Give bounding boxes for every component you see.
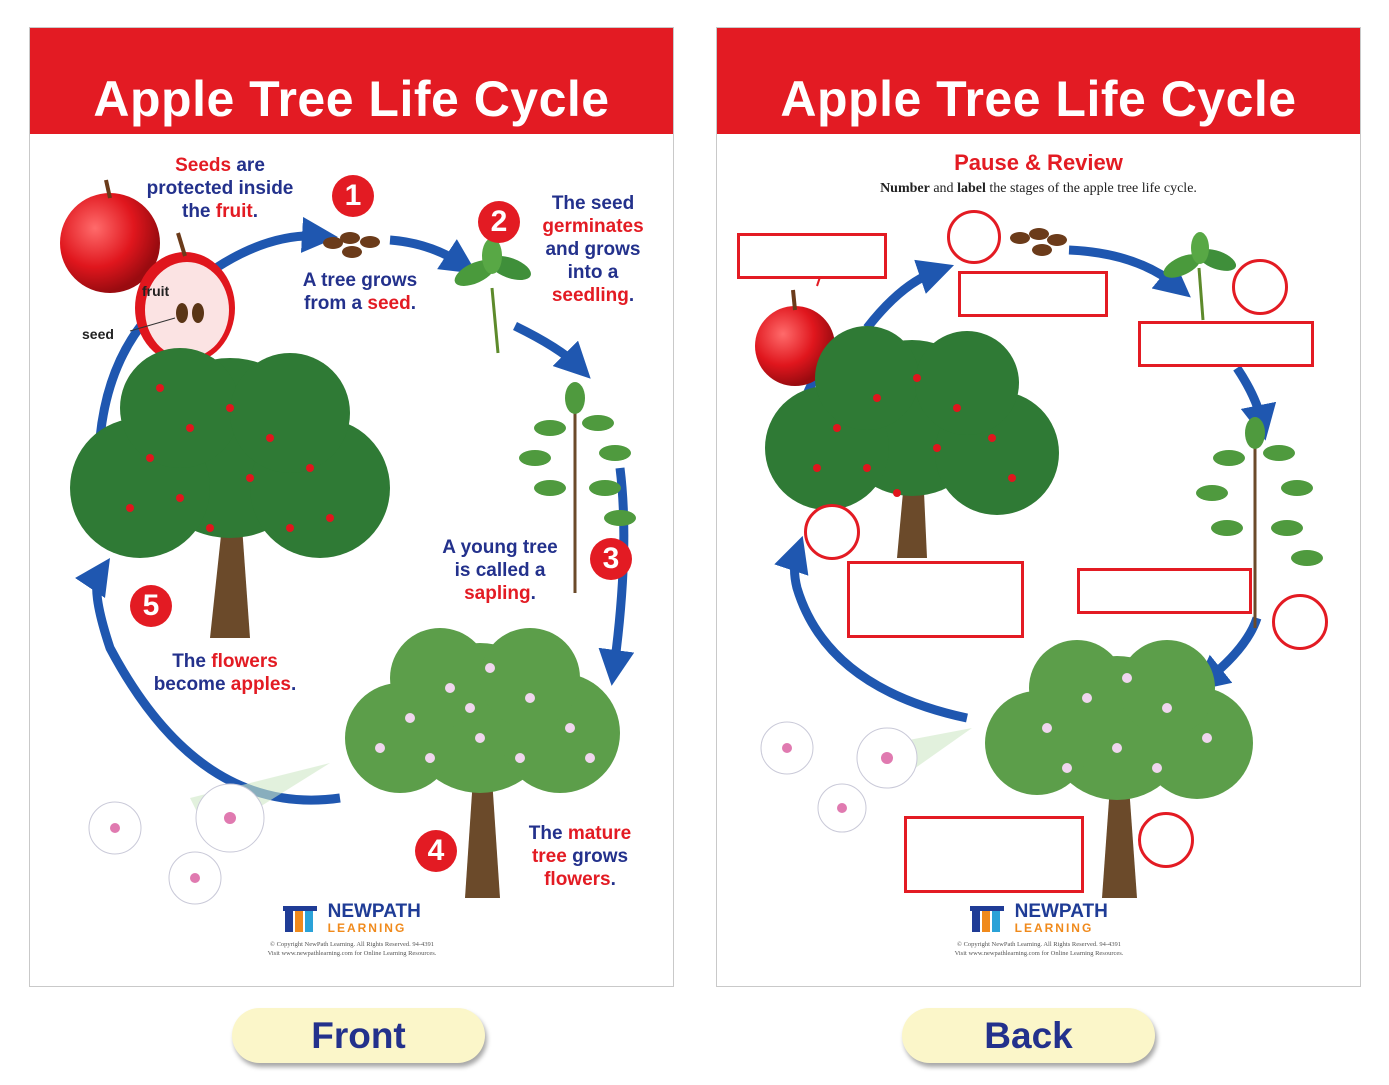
seed-label: seed xyxy=(82,326,114,342)
instr-rest: the stages of the apple tree life cycle. xyxy=(985,181,1197,196)
stage-4-tree: tree xyxy=(531,846,567,867)
stage-4-mature: mature xyxy=(567,823,632,844)
stage-4-period: . xyxy=(610,869,616,890)
stage-2-line-1: The seed xyxy=(551,193,635,214)
front-diagram-art xyxy=(60,179,636,905)
number-ring-apple-tree[interactable] xyxy=(804,504,860,560)
stage-1-badge: 1 xyxy=(332,175,374,217)
stage-4-badge: 4 xyxy=(415,830,457,872)
stage-2-line-3: and grows xyxy=(545,239,641,260)
back-title-banner: Apple Tree Life Cycle xyxy=(717,28,1360,134)
stage-2-badge: 2 xyxy=(478,201,520,243)
stage-4-flowers: flowers xyxy=(544,869,611,890)
stage-3-badge: 3 xyxy=(590,538,632,580)
back-logo: NEWPATH LEARNING xyxy=(939,901,1139,936)
instr-number: Number xyxy=(880,181,930,196)
review-instructions: Number and label the stages of the apple… xyxy=(717,181,1360,197)
stage-5-badge: 5 xyxy=(130,585,172,627)
stage-3-period: . xyxy=(530,583,536,604)
back-card: Apple Tree Life Cycle Pause & Review Num… xyxy=(716,27,1361,987)
newpath-logo-icon xyxy=(970,906,1005,932)
stage-3-line-1: A young tree xyxy=(442,537,558,558)
intro-are: are xyxy=(231,155,265,176)
number-ring-sapling[interactable] xyxy=(1272,594,1328,650)
back-copyright-line-2: Visit www.newpathlearning.com for Online… xyxy=(954,950,1124,957)
front-copyright-line-1: © Copyright NewPath Learning. All Rights… xyxy=(270,941,434,948)
back-logo-name: NEWPATH xyxy=(1014,901,1108,922)
label-box-flowering-tree[interactable] xyxy=(904,816,1084,893)
stage-2-line-4: into a xyxy=(567,262,619,283)
stage-5-flowers: flowers xyxy=(211,651,278,672)
back-button[interactable]: Back xyxy=(902,1008,1155,1063)
front-copyright-line-2: Visit www.newpathlearning.com for Online… xyxy=(267,950,437,957)
intro-fruit: fruit xyxy=(215,201,253,222)
back-copyright: © Copyright NewPath Learning. All Rights… xyxy=(889,940,1189,958)
front-logo: NEWPATH LEARNING xyxy=(252,901,452,936)
stage-1-line-2: from a xyxy=(304,293,368,314)
fruit-label: fruit xyxy=(142,283,170,299)
stage-3-text: A young tree is called a sapling. xyxy=(420,536,580,605)
back-copyright-line-1: © Copyright NewPath Learning. All Rights… xyxy=(957,941,1121,948)
front-logo-name: NEWPATH xyxy=(327,901,421,922)
intro-seeds: Seeds xyxy=(175,155,232,176)
stage-1-text: A tree grows from a seed. xyxy=(280,269,440,315)
intro-the: the xyxy=(182,201,216,222)
label-box-seedling[interactable] xyxy=(1138,321,1314,367)
stage-3-line-2: is called a xyxy=(454,560,546,581)
stage-2-seedling: seedling xyxy=(551,285,629,306)
front-logo-sub: LEARNING xyxy=(327,921,407,935)
front-title-banner: Apple Tree Life Cycle xyxy=(30,28,673,134)
front-card: Apple Tree Life Cycle xyxy=(29,27,674,987)
instr-and: and xyxy=(929,181,958,196)
review-title: Pause & Review xyxy=(954,150,1123,175)
stage-4-the: The xyxy=(528,823,568,844)
front-copyright: © Copyright NewPath Learning. All Rights… xyxy=(202,940,502,958)
label-box-fruit[interactable] xyxy=(737,233,887,279)
number-ring-seed[interactable] xyxy=(947,210,1001,264)
back-logo-sub: LEARNING xyxy=(1014,921,1094,935)
front-button[interactable]: Front xyxy=(232,1008,485,1063)
stage-5-text: The flowers become apples. xyxy=(135,650,315,696)
stage-1-line-1: A tree grows xyxy=(302,270,418,291)
back-diagram-art xyxy=(755,228,1323,898)
stage-2-text: The seed germinates and grows into a see… xyxy=(518,192,668,307)
number-ring-flowering-tree[interactable] xyxy=(1138,812,1194,868)
intro-period: . xyxy=(252,201,258,222)
label-box-seed[interactable] xyxy=(958,271,1108,317)
stage-4-grows: grows xyxy=(566,846,629,867)
stage-5-apples: apples xyxy=(230,674,291,695)
intro-protected: protected inside xyxy=(146,178,294,199)
number-ring-seedling[interactable] xyxy=(1232,259,1288,315)
stage-5-become: become xyxy=(153,674,231,695)
label-box-sapling[interactable] xyxy=(1077,568,1252,614)
stage-4-text: The mature tree grows flowers. xyxy=(500,822,660,891)
newpath-logo-icon xyxy=(283,906,318,932)
label-box-apple-tree[interactable] xyxy=(847,561,1024,638)
stage-3-sapling: sapling xyxy=(464,583,531,604)
back-title: Apple Tree Life Cycle xyxy=(780,71,1297,127)
stage-1-seed: seed xyxy=(367,293,411,314)
stage-2-germinates: germinates xyxy=(542,216,644,237)
stage-5-period: . xyxy=(291,674,297,695)
front-title: Apple Tree Life Cycle xyxy=(93,71,610,127)
stage-1-period: . xyxy=(410,293,416,314)
intro-text: Seeds are protected inside the fruit. xyxy=(120,154,320,223)
stage-2-period: . xyxy=(628,285,635,306)
instr-label: label xyxy=(957,181,986,196)
stage-5-the: The xyxy=(172,651,212,672)
